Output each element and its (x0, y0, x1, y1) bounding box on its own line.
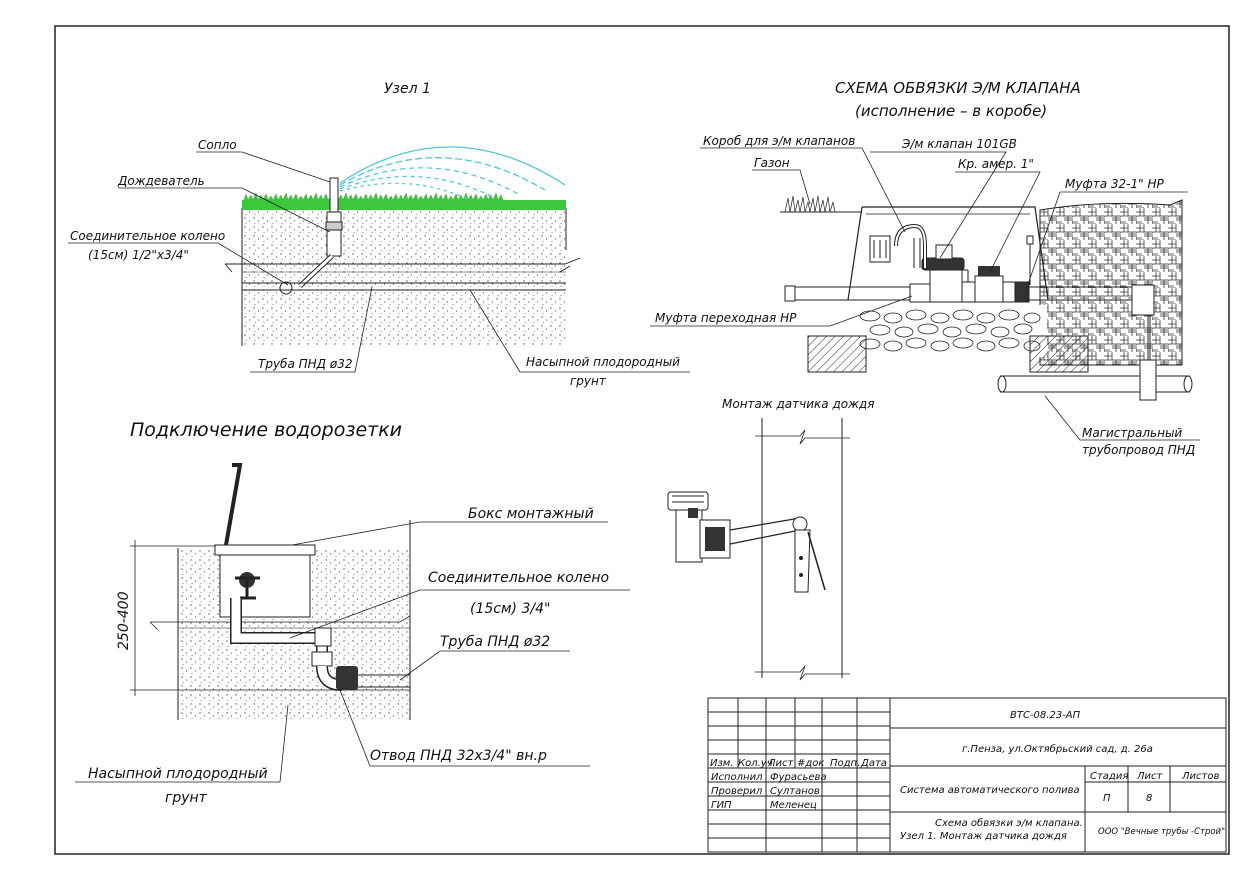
stamp-h-list: Лист (767, 758, 795, 769)
node1-title: Узел 1 (384, 81, 431, 97)
support-brick-left (807, 335, 867, 373)
stamp-system: Система автоматического полива (900, 785, 1080, 796)
stamp-code: ВТС-08.23-АП (1010, 710, 1081, 721)
support-brick-right (1029, 335, 1089, 373)
solenoid-valve (869, 223, 1034, 303)
stamp-sheet-title-1: Схема обвязки э/м клапана. (935, 817, 1083, 829)
valve-coupling-label: Муфта 32-1" НР (1065, 177, 1164, 191)
valve-box-label: Короб для э/м клапанов (703, 134, 855, 148)
water-spray (339, 146, 566, 201)
valve-section: СХЕМА ОБВЯЗКИ Э/М КЛАПАНА (исполнение – … (650, 79, 1200, 457)
node1-nozzle-label: Сопло (198, 138, 237, 152)
title-block (707, 697, 1227, 853)
valve-title-2: (исполнение – в коробе) (855, 102, 1047, 120)
node1-section: Узел 1 Сопло До (68, 81, 690, 388)
post (761, 418, 843, 678)
outlet-pipe-label: Труба ПНД ø32 (440, 634, 550, 650)
valve-main-label-1: Магистральный (1082, 426, 1182, 440)
outlet-bend-label: Отвод ПНД 32х3/4" вн.р (370, 748, 547, 764)
gravel-bed (852, 305, 1047, 357)
outlet-elbow-label-2: (15см) 3/4" (470, 601, 550, 617)
outlet-title: Подключение водорозетки (130, 419, 402, 441)
stamp-h-izm: Изм. (710, 758, 734, 769)
stamp-r2-name: Султанов (770, 786, 820, 797)
stamp-h-ndok: #док (797, 758, 824, 769)
stamp-company: ООО "Вечные трубы -Строй" (1098, 827, 1225, 837)
node1-pipe (242, 282, 566, 291)
node1-grass (242, 200, 566, 210)
sheet-frame (54, 25, 1230, 855)
stamp-sheet: 8 (1146, 793, 1152, 804)
valve-main-label-2: трубопровод ПНД (1082, 443, 1195, 457)
stamp-r1-role: Исполнил (711, 772, 763, 783)
valve-tap-label: Кр. амер. 1" (958, 157, 1034, 171)
node1-pipe-label: Труба ПНД ø32 (258, 357, 352, 371)
outlet-elbow-label-1: Соединительное колено (428, 570, 609, 586)
outlet-dim-label: 250-400 (116, 591, 132, 650)
valve-adapter-label: Муфта переходная НР (655, 311, 797, 325)
stamp-r3-name: Меленец (770, 800, 817, 811)
valve-box (847, 206, 1049, 301)
stamp-sheet-title-2: Узел 1. Монтаж датчика дождя (900, 831, 1067, 842)
stamp-stage: П (1103, 793, 1111, 804)
rain-section: Монтаж датчика дождя (667, 397, 874, 681)
outlet-box-label: Бокс монтажный (468, 506, 594, 522)
stamp-h-data: Дата (860, 758, 887, 769)
node1-elbow-label-1: Соединительное колено (70, 229, 225, 243)
valve-valve-label: Э/м клапан 101GB (901, 137, 1017, 151)
brick-wall (1039, 199, 1183, 366)
node1-sprinkler-label: Дождеватель (117, 174, 205, 188)
valve-title-1: СХЕМА ОБВЯЗКИ Э/М КЛАПАНА (835, 79, 1081, 97)
stamp-r2-role: Проверил (711, 786, 763, 797)
stamp-h-podp: Подп. (830, 758, 860, 769)
outlet-section: Подключение водорозетки 250-400 Бокс мон… (75, 419, 630, 806)
title-block-text: ВТС-08.23-АП г.Пенза, ул.Октябрьский сад… (710, 710, 1225, 842)
stamp-sheet-h: Лист (1136, 771, 1164, 782)
stamp-stage-h: Стадия (1090, 771, 1128, 782)
node1-soil-label-2: грунт (570, 374, 607, 388)
mounting-box (214, 463, 316, 618)
sprinkler (325, 177, 343, 257)
stamp-r1-name: Фурасьева (770, 772, 827, 783)
rain-title: Монтаж датчика дождя (722, 397, 874, 411)
valve-lawn-label: Газон (754, 156, 790, 170)
node1-soil-label-1: Насыпной плодородный (526, 355, 680, 369)
rain-sensor (667, 491, 826, 593)
outlet-soil-label-2: грунт (165, 790, 208, 806)
stamp-address: г.Пенза, ул.Октябрьский сад, д. 26а (962, 743, 1153, 755)
stamp-r3-role: ГИП (711, 800, 732, 811)
stamp-sheets-h: Листов (1181, 771, 1219, 782)
stamp-h-kol: Кол.уч (738, 758, 773, 769)
node1-elbow-label-2: (15см) 1/2"х3/4" (88, 248, 189, 262)
node1-soil (242, 208, 566, 346)
outlet-soil-label-1: Насыпной плодородный (88, 766, 268, 782)
